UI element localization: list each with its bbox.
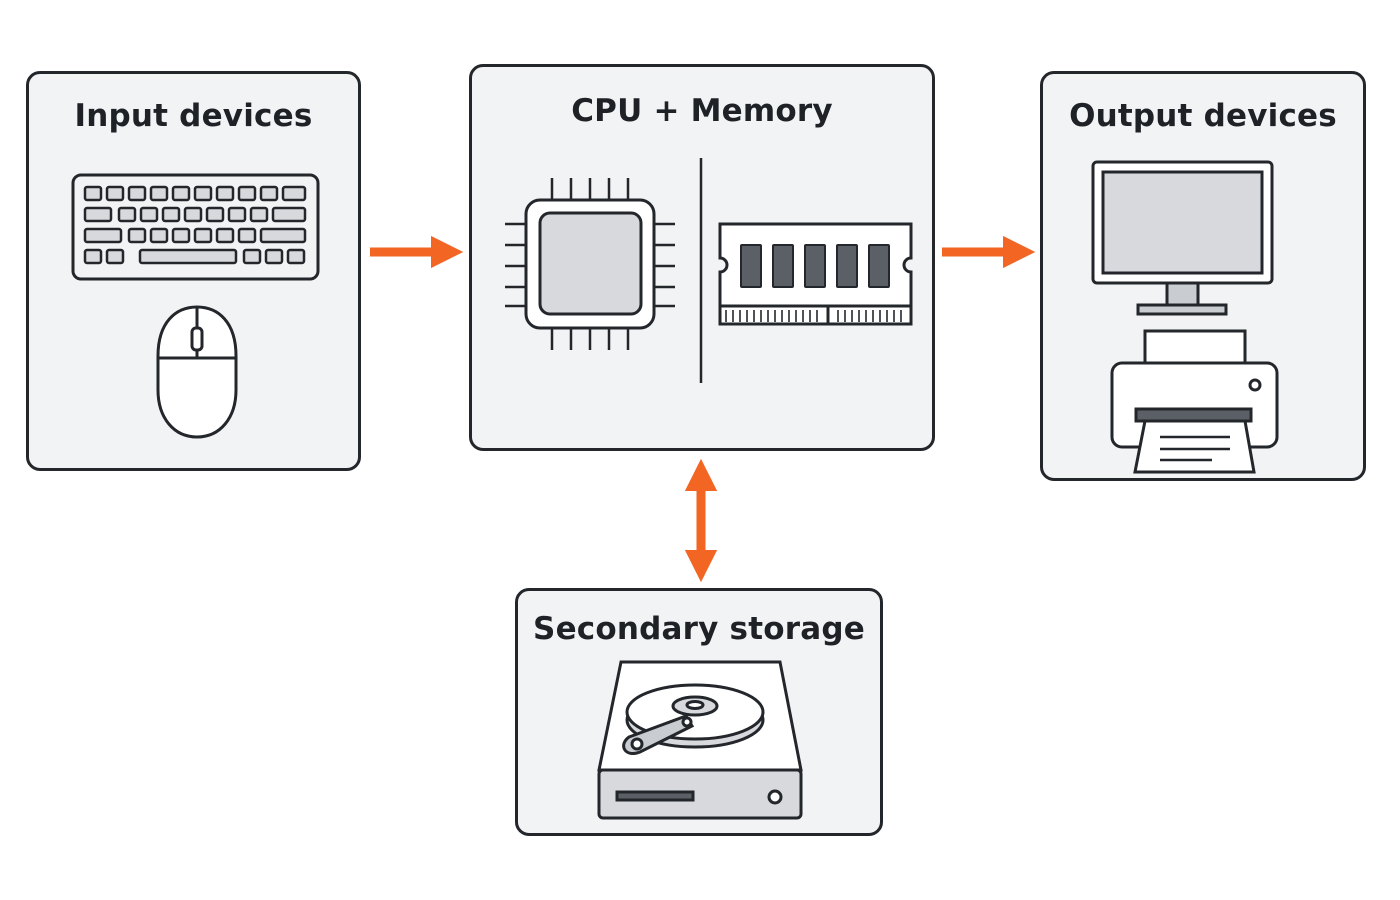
cpu-chip-icon: [505, 178, 675, 350]
keyboard-key: [259, 185, 279, 202]
keyboard-key: [127, 227, 147, 244]
keyboard-key: [149, 227, 169, 244]
ram-chip: [836, 244, 858, 288]
keyboard-key: [215, 227, 235, 244]
keyboard-key: [237, 227, 257, 244]
keyboard-key: [161, 206, 181, 223]
keyboard-key: [105, 185, 125, 202]
keyboard-key: [83, 227, 123, 244]
keyboard-key: [149, 185, 169, 202]
keyboard-key: [83, 248, 103, 265]
keyboard-key: [117, 206, 137, 223]
keyboard-key: [237, 185, 257, 202]
keyboard-key: [193, 185, 213, 202]
printer-icon: [1110, 329, 1279, 474]
keyboard-key: [205, 206, 225, 223]
keyboard-key: [83, 185, 103, 202]
keyboard-key: [83, 206, 113, 223]
keyboard-key: [227, 206, 247, 223]
keyboard-key: [264, 248, 284, 265]
keyboard-key: [183, 206, 203, 223]
keyboard-key: [138, 248, 238, 265]
keyboard-key: [171, 227, 191, 244]
keyboard-key: [286, 248, 306, 265]
keyboard-key: [127, 185, 147, 202]
output-devices-title: Output devices: [1069, 98, 1337, 134]
keyboard-key: [242, 248, 262, 265]
keyboard-key: [249, 206, 269, 223]
monitor-icon: [1091, 160, 1274, 316]
keyboard-key: [281, 185, 307, 202]
keyboard-key: [171, 185, 191, 202]
ram-chip: [868, 244, 890, 288]
keyboard-key: [259, 227, 307, 244]
ram-module-icon: [718, 222, 913, 326]
mouse-icon: [156, 305, 238, 439]
keyboard-key: [105, 248, 125, 265]
keyboard-key: [271, 206, 307, 223]
keyboard-key: [193, 227, 213, 244]
keyboard-key: [215, 185, 235, 202]
ram-chip: [740, 244, 762, 288]
input-devices-title: Input devices: [74, 98, 313, 134]
keyboard-icon: [71, 173, 320, 281]
hard-drive-icon: [597, 660, 803, 820]
arrows: [370, 235, 1036, 583]
keyboard-key: [139, 206, 159, 223]
secondary-storage-title: Secondary storage: [533, 611, 865, 647]
cpu-memory-title: CPU + Memory: [571, 93, 833, 129]
ram-chip: [804, 244, 826, 288]
ram-chip: [772, 244, 794, 288]
